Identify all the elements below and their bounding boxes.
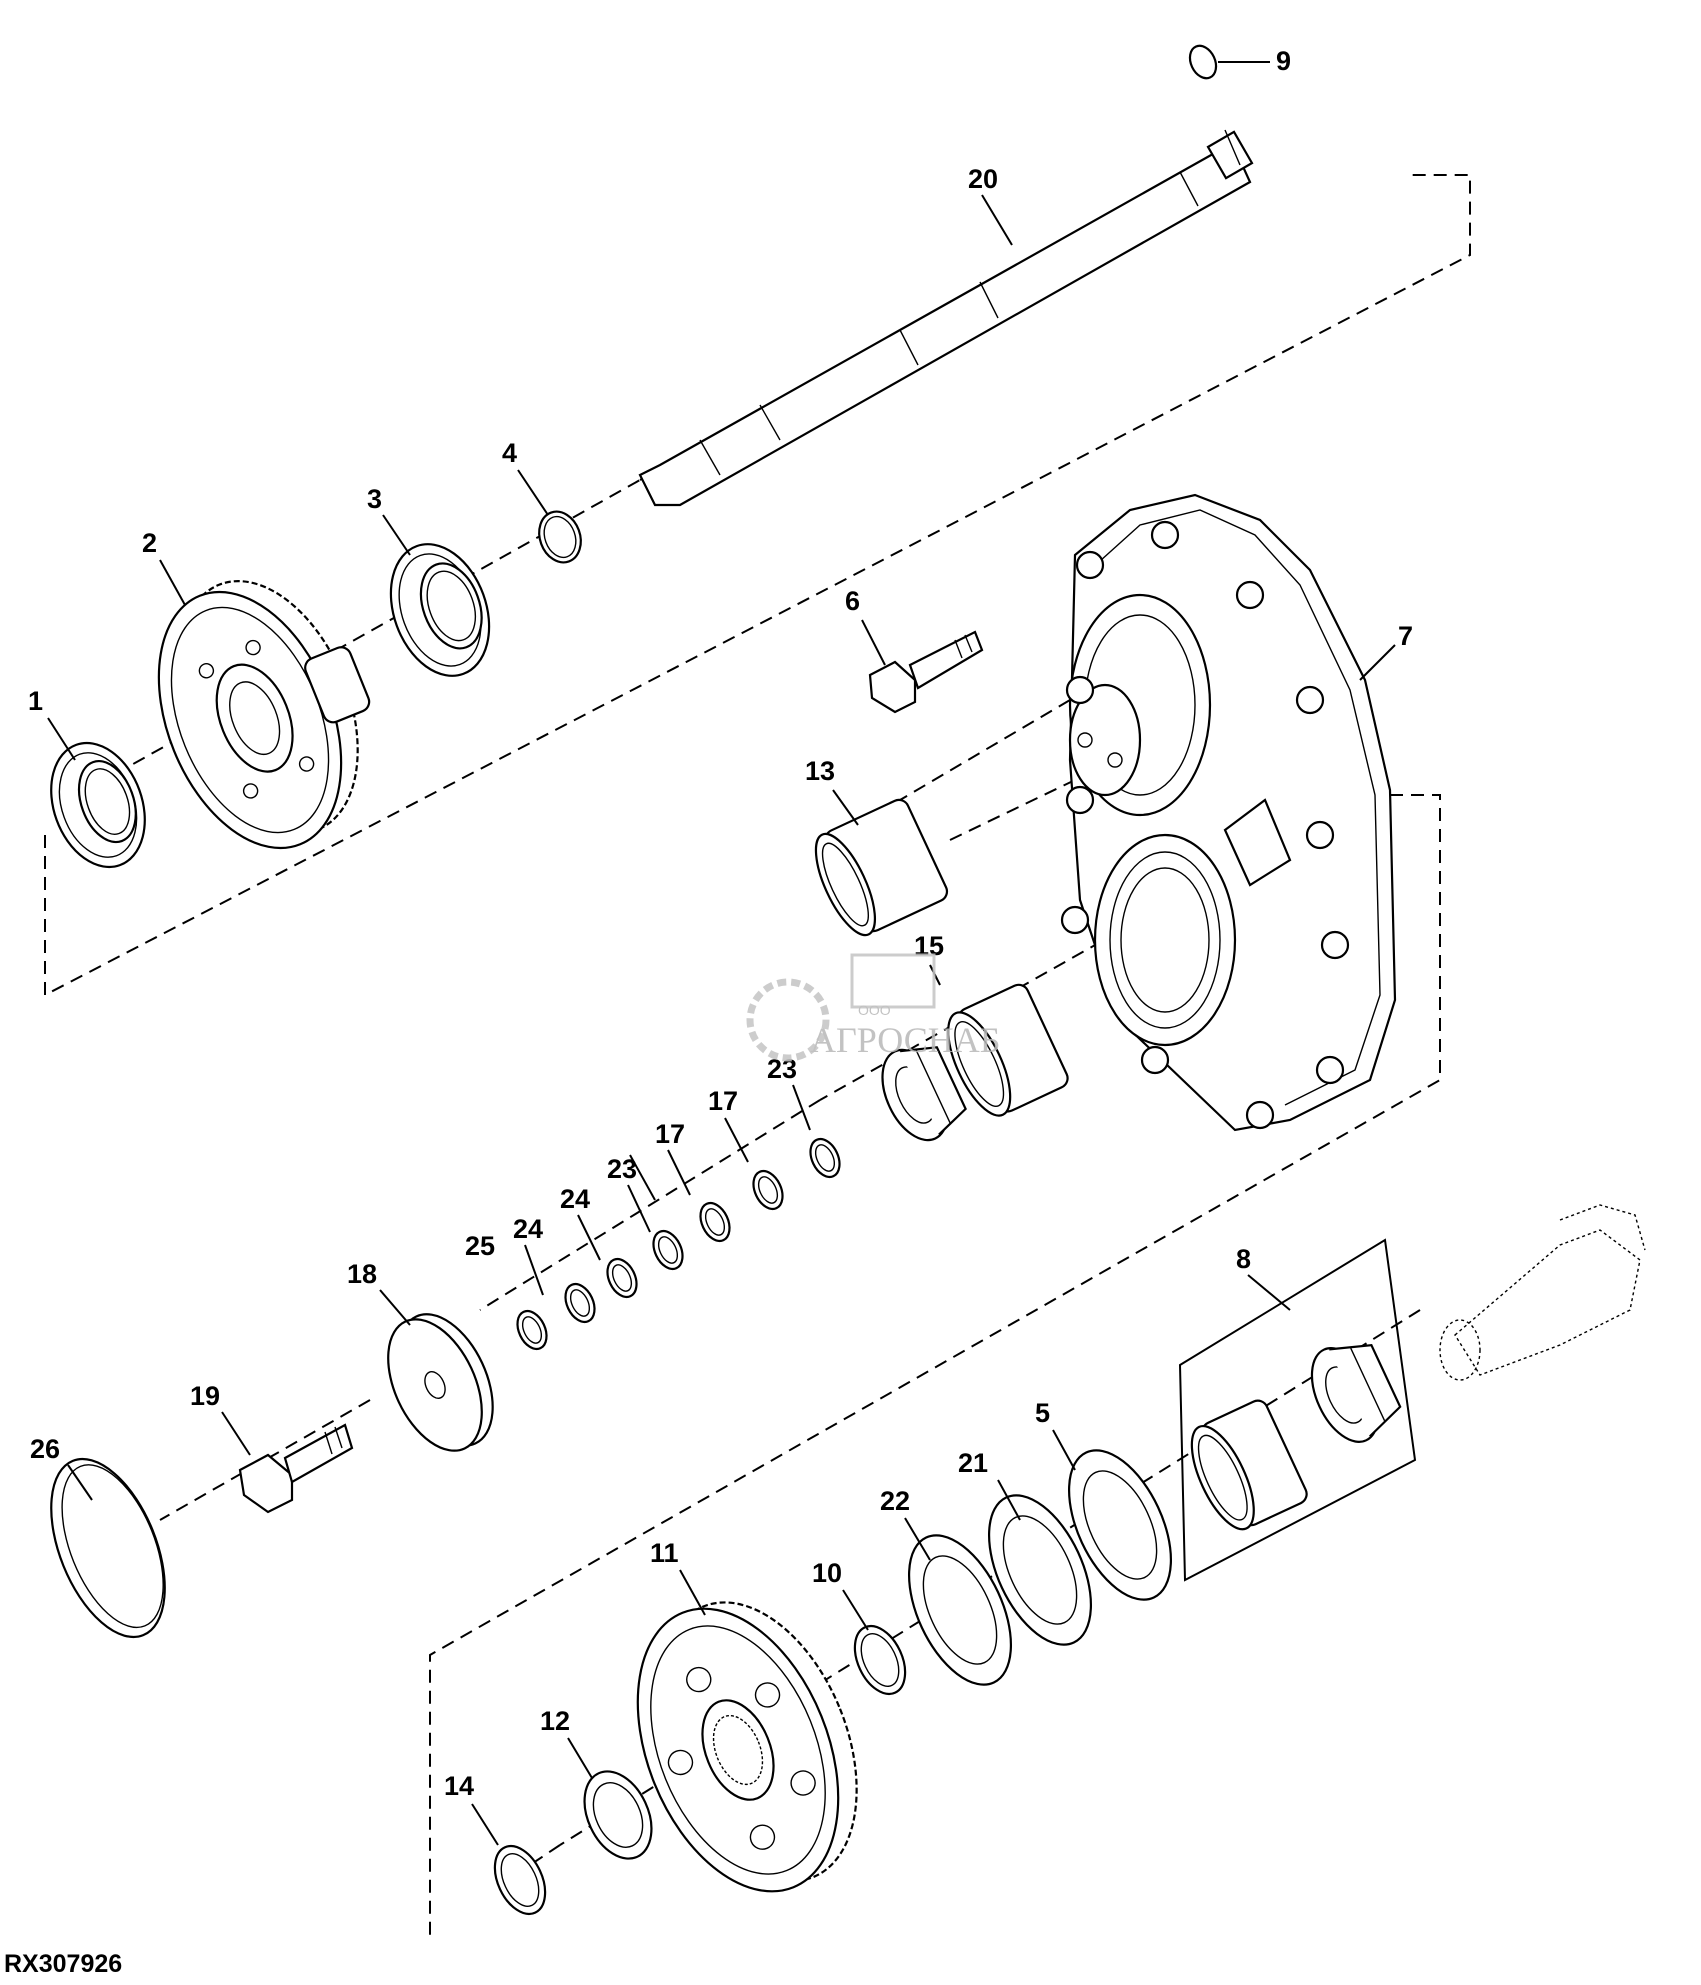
part-15-cup: [947, 983, 1069, 1117]
group-frames: [44, 174, 1471, 1935]
part-12-washer: [583, 1770, 653, 1860]
callout-17a: 17: [708, 1086, 738, 1116]
callout-17b: 17: [655, 1119, 685, 1149]
part-10-snap-ring: [853, 1624, 907, 1696]
callout-10: 10: [812, 1558, 842, 1588]
part-8-bearing-set: [1190, 1343, 1402, 1531]
part-9-ring: [1188, 44, 1218, 80]
callout-9: 9: [1276, 46, 1291, 76]
watermark-brand: АГРОСНАБ: [810, 1020, 1000, 1060]
callout-1: 1: [28, 686, 43, 716]
reference-output-shaft: [1439, 1204, 1646, 1381]
part-21-washer: [987, 1494, 1093, 1646]
callout-20: 20: [968, 164, 998, 194]
callout-18: 18: [347, 1259, 377, 1289]
part-18-washer: [387, 1313, 494, 1452]
callout-11: 11: [650, 1538, 679, 1568]
thrust-washers: [907, 1449, 1173, 1686]
watermark-logo: ООО АГРОСНАБ: [746, 953, 1000, 1062]
part-1-bearing: [50, 741, 146, 869]
callout-13: 13: [805, 756, 835, 786]
callout-23b: 23: [607, 1154, 637, 1184]
part-7-housing: [1060, 493, 1397, 1132]
watermark-gear-icon: [746, 978, 830, 1062]
part-22-washer: [907, 1534, 1013, 1686]
callout-23a: 23: [767, 1054, 797, 1084]
watermark-tractor-icon: [850, 953, 936, 1009]
part-3-bearing: [389, 543, 491, 677]
part-2-gear: [157, 580, 371, 850]
part-4-snap-ring: [538, 510, 582, 564]
shim-stack: [516, 1137, 841, 1351]
callout-12: 12: [540, 1706, 570, 1736]
part-19-bolt: [238, 1423, 354, 1514]
callout-22: 22: [880, 1486, 910, 1516]
part-20-shaft: [638, 129, 1254, 507]
callout-25: 25: [465, 1231, 495, 1261]
callout-8: 8: [1236, 1244, 1251, 1274]
part-5-washer: [1067, 1449, 1173, 1601]
callout-7: 7: [1398, 621, 1413, 651]
part-13-bushing: [814, 798, 949, 937]
callout-26: 26: [30, 1434, 60, 1464]
callout-14: 14: [444, 1771, 474, 1801]
callout-19: 19: [190, 1381, 220, 1411]
callout-24b: 24: [513, 1214, 543, 1244]
middle-group-frame: [429, 794, 1441, 1935]
tapered-bearing-cone: [881, 1046, 967, 1142]
upper-group-frame: [44, 174, 1471, 997]
callout-labels: 1 2 3 4 5 6 7 8 9 10 11 12 13 14 15 17 1…: [28, 46, 1413, 1801]
part-26-ring: [50, 1457, 166, 1639]
callout-2: 2: [142, 528, 157, 558]
figure-reference-code: RX307926: [4, 1950, 122, 1978]
part-11-gear: [636, 1601, 858, 1893]
bearing-kit-frame: [1178, 1238, 1417, 1582]
leader-lines: [47, 61, 1396, 1846]
callout-6: 6: [845, 586, 860, 616]
callout-4: 4: [502, 438, 517, 468]
watermark-company-type: ООО: [858, 1002, 891, 1018]
part-6-bolt: [868, 630, 984, 714]
callout-5: 5: [1035, 1398, 1050, 1428]
callout-3: 3: [367, 484, 382, 514]
part-14-snap-ring: [493, 1844, 547, 1916]
callout-24a: 24: [560, 1184, 590, 1214]
callout-21: 21: [958, 1448, 988, 1478]
